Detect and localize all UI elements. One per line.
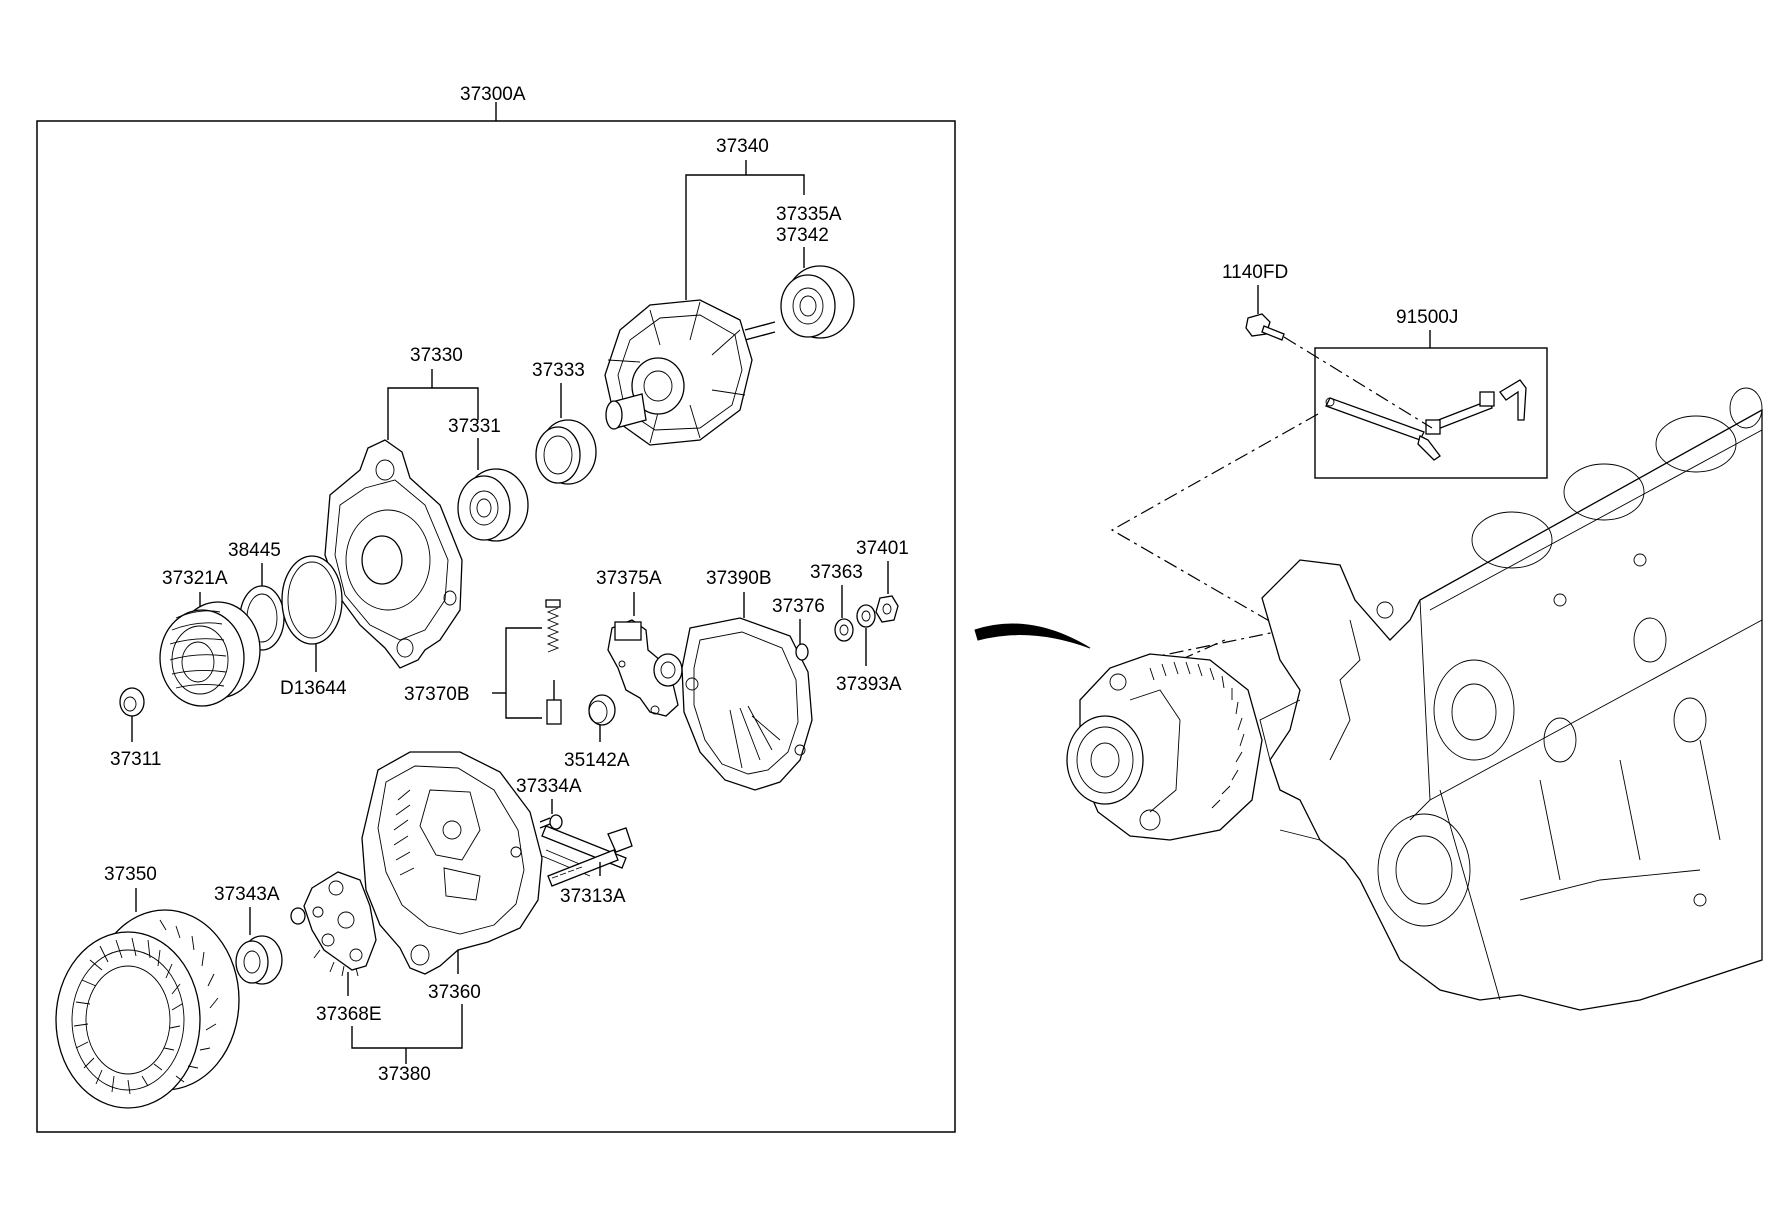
label-37334A[interactable]: 37334A bbox=[516, 776, 582, 797]
retainer-D13644[interactable] bbox=[281, 555, 343, 645]
bolt-1140FD[interactable] bbox=[1245, 313, 1285, 341]
through-bolt-37313A[interactable] bbox=[541, 825, 633, 887]
label-37311[interactable]: 37311 bbox=[110, 749, 161, 770]
label-37368E[interactable]: 37368E bbox=[316, 1004, 382, 1025]
engine-block bbox=[1259, 387, 1763, 1011]
label-37321A[interactable]: 37321A bbox=[162, 568, 228, 589]
label-37363[interactable]: 37363 bbox=[810, 562, 863, 583]
bearing-37343A[interactable] bbox=[235, 935, 283, 985]
label-37333[interactable]: 37333 bbox=[532, 360, 585, 381]
label-37393A[interactable]: 37393A bbox=[836, 674, 902, 695]
label-37370B[interactable]: 37370B bbox=[404, 684, 470, 705]
bracket-box-91500J bbox=[1314, 347, 1548, 479]
label-37300A[interactable]: 37300A bbox=[460, 84, 526, 105]
label-37401[interactable]: 37401 bbox=[856, 538, 909, 559]
rectifier-37368E[interactable] bbox=[290, 871, 377, 977]
label-37335A[interactable]: 37335A bbox=[776, 204, 842, 225]
label-37340[interactable]: 37340 bbox=[716, 136, 769, 157]
washer-37363[interactable] bbox=[834, 618, 854, 642]
stator-37350[interactable] bbox=[55, 909, 240, 1109]
bearing-37331[interactable] bbox=[457, 468, 529, 542]
bearing-cover-37333[interactable] bbox=[535, 419, 597, 485]
bearing-37342[interactable] bbox=[780, 265, 855, 339]
screw-37334A[interactable] bbox=[539, 814, 563, 830]
front-bracket-37330[interactable] bbox=[324, 439, 463, 669]
nut-37401[interactable] bbox=[875, 595, 899, 623]
pulley-37321A[interactable] bbox=[159, 601, 261, 707]
rear-cover-37390B[interactable] bbox=[681, 617, 813, 791]
nut-37311[interactable] bbox=[119, 687, 145, 717]
label-37350[interactable]: 37350 bbox=[104, 864, 157, 885]
rotor-37340[interactable] bbox=[604, 299, 776, 446]
label-91500J[interactable]: 91500J bbox=[1396, 307, 1458, 328]
label-37376[interactable]: 37376 bbox=[772, 596, 825, 617]
label-35142A[interactable]: 35142A bbox=[564, 750, 630, 771]
direction-arrow bbox=[974, 623, 1091, 649]
label-37380[interactable]: 37380 bbox=[378, 1064, 431, 1085]
label-37390B[interactable]: 37390B bbox=[706, 568, 772, 589]
regulator-37375A[interactable] bbox=[607, 619, 683, 717]
label-38445[interactable]: 38445 bbox=[228, 540, 281, 561]
insulator-37393A[interactable] bbox=[856, 604, 876, 628]
label-37342[interactable]: 37342 bbox=[776, 225, 829, 246]
label-1140FD[interactable]: 1140FD bbox=[1222, 262, 1288, 283]
label-37330[interactable]: 37330 bbox=[410, 345, 463, 366]
label-37360[interactable]: 37360 bbox=[428, 982, 481, 1003]
label-37343A[interactable]: 37343A bbox=[214, 884, 280, 905]
label-D13644[interactable]: D13644 bbox=[280, 678, 347, 699]
wiring-bracket-91500J[interactable] bbox=[1325, 379, 1527, 461]
brush-carbon[interactable] bbox=[546, 680, 562, 725]
rear-bracket-37360[interactable] bbox=[361, 751, 543, 975]
label-37375A[interactable]: 37375A bbox=[596, 568, 662, 589]
mounted-alternator[interactable] bbox=[1066, 653, 1263, 841]
brush-spring[interactable] bbox=[545, 599, 561, 653]
bushing-35142A[interactable] bbox=[588, 694, 616, 726]
washer-37376[interactable] bbox=[795, 643, 809, 661]
label-37313A[interactable]: 37313A bbox=[560, 886, 626, 907]
label-37331[interactable]: 37331 bbox=[448, 416, 501, 437]
